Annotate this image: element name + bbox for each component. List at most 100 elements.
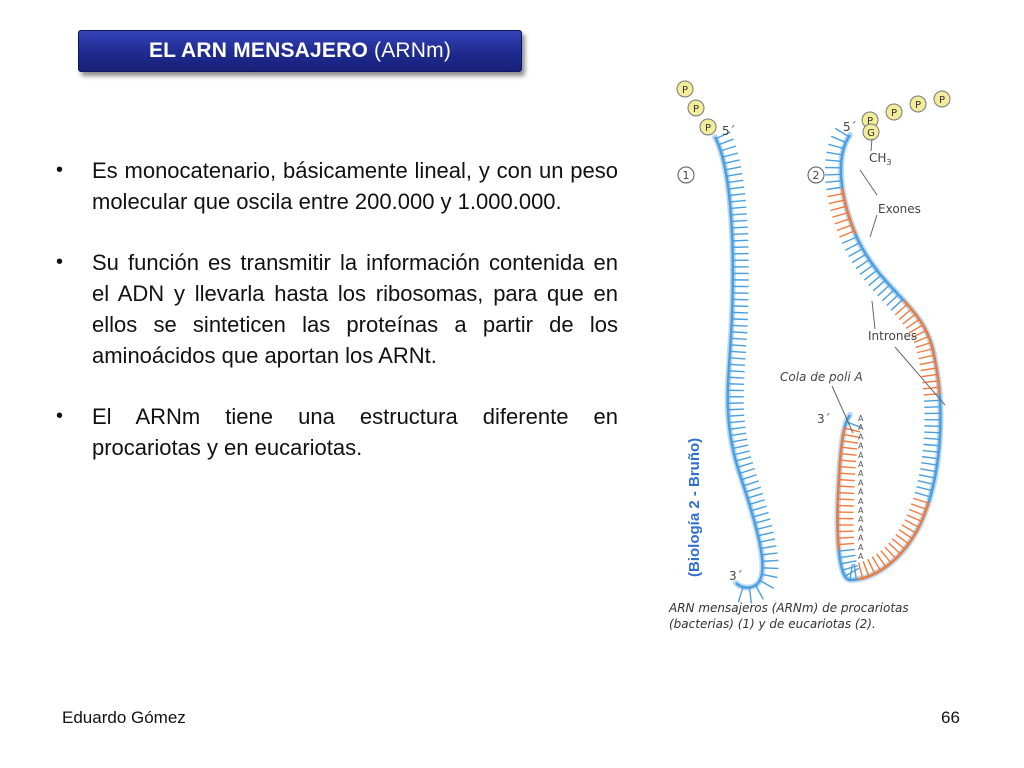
adenine-letter: A xyxy=(858,552,864,561)
nucleotide-tick xyxy=(923,399,941,402)
nucleotide-tick xyxy=(752,511,769,518)
nucleotide-tick xyxy=(918,354,935,360)
nucleotide-tick xyxy=(842,440,859,444)
nucleotide-tick xyxy=(838,542,855,546)
nucleotide-tick xyxy=(728,414,745,417)
nucleotide-tick xyxy=(825,180,842,183)
phosphate-label: P xyxy=(705,123,711,134)
nucleotide-tick xyxy=(884,546,897,560)
nucleotide-tick xyxy=(872,279,886,292)
polya-pointer xyxy=(831,385,854,434)
bullet-symbol: • xyxy=(56,159,64,181)
nucleotide-tick xyxy=(888,542,901,555)
nucleotide-tick xyxy=(754,584,764,600)
adenine-letter: A xyxy=(858,488,864,497)
nucleotide-tick xyxy=(876,553,887,568)
figure-caption: ARN mensajeros (ARNm) de procariotas (ba… xyxy=(669,601,909,631)
nucleotide-tick xyxy=(912,497,929,504)
nucleotide-tick xyxy=(838,548,855,552)
nucleotide-tick xyxy=(840,459,857,463)
bullet-text: Su función es transmitir la información … xyxy=(92,250,618,368)
nucleotide-tick xyxy=(729,199,746,203)
phosphate-label: P xyxy=(891,108,897,119)
nucleotide-tick xyxy=(863,269,878,281)
introns-label: Intrones xyxy=(868,329,917,343)
nucleotide-tick xyxy=(826,151,843,156)
nucleotide-tick xyxy=(757,531,774,537)
nucleotide-tick xyxy=(739,467,755,475)
nucleotide-tick xyxy=(918,474,935,479)
nucleotide-tick xyxy=(728,186,745,190)
nucleotide-tick xyxy=(718,138,734,146)
adenine-letter: A xyxy=(858,515,864,524)
phosphate-chain-1: P P P xyxy=(676,80,717,136)
nucleotide-tick xyxy=(921,462,938,466)
nucleotide-tick xyxy=(735,456,752,462)
five-prime-label-1: 5´ xyxy=(722,124,736,138)
phosphate-label: P xyxy=(915,100,921,111)
adenine-letter: A xyxy=(858,543,864,552)
nucleotide-tick xyxy=(895,533,910,545)
nucleotide-tick xyxy=(834,127,850,138)
nucleotide-tick xyxy=(730,337,747,341)
nucleotide-tick xyxy=(862,560,870,577)
bullet-text: Es monocatenario, básicamente lineal, y … xyxy=(92,158,618,214)
nucleotide-tick xyxy=(913,335,929,344)
nucleotide-tick xyxy=(730,206,747,210)
footer-author: Eduardo Gómez xyxy=(62,708,186,727)
nucleotide-tick xyxy=(729,193,746,197)
nucleotide-tick xyxy=(761,573,778,579)
nucleotide-tick xyxy=(908,508,925,517)
nucleotide-tick xyxy=(827,192,844,198)
nucleotide-tick xyxy=(898,529,913,540)
phosphate-circle xyxy=(676,80,694,98)
nucleotide-tick xyxy=(748,587,752,604)
nucleotide-tick xyxy=(838,491,855,495)
nucleotide-tick xyxy=(917,480,934,485)
strand-number-2: 2 xyxy=(813,169,820,182)
nucleotide-tick xyxy=(731,324,748,327)
nucleotide-tick xyxy=(920,468,937,473)
phosphate-circle xyxy=(933,90,951,108)
nucleotide-tick xyxy=(877,284,890,297)
nucleotide-tick xyxy=(841,446,858,450)
adenine-letter: A xyxy=(858,506,864,515)
nucleotide-tick xyxy=(728,420,745,424)
nucleotide-tick xyxy=(837,498,854,501)
nucleotide-tick xyxy=(890,298,904,311)
nucleotide-tick xyxy=(732,233,749,236)
nucleotide-tick xyxy=(844,242,860,251)
nucleotide-tick xyxy=(762,567,779,570)
adenine-letter: A xyxy=(858,460,864,469)
bullet-symbol: • xyxy=(56,405,64,427)
nucleotide-tick xyxy=(832,211,849,218)
nucleotide-tick xyxy=(859,264,874,276)
rna-strands xyxy=(712,127,944,604)
adenine-letter: A xyxy=(858,432,864,441)
nucleotide-tick xyxy=(828,143,844,150)
nucleotide-tick xyxy=(844,427,861,433)
nucleotide-tick xyxy=(904,519,920,528)
nucleotide-tick xyxy=(868,274,882,287)
three-prime-label-2: 3´ xyxy=(817,412,831,426)
nucleotide-tick xyxy=(921,455,939,460)
adenine-letter: A xyxy=(858,423,864,432)
nucleotide-tick xyxy=(902,313,916,325)
nucleotide-tick xyxy=(880,550,892,564)
nucleotide-tick xyxy=(727,179,744,184)
nucleotide-tick xyxy=(886,294,899,307)
nucleotide-tick xyxy=(759,538,776,543)
nucleotide-tick xyxy=(741,473,757,481)
nucleotide-tick xyxy=(725,166,742,171)
nucleotide-tick xyxy=(830,205,847,212)
nucleotide-tick xyxy=(729,350,746,354)
nucleotide-tick xyxy=(751,505,767,512)
phosphate-circle xyxy=(699,118,717,136)
prokaryotic-strand xyxy=(712,134,766,591)
nucleotide-tick xyxy=(731,318,748,321)
nucleotide-tick xyxy=(914,491,931,498)
nucleotide-tick xyxy=(730,213,747,216)
nucleotide-tick xyxy=(839,230,855,238)
nucleotide-tick xyxy=(842,564,858,571)
